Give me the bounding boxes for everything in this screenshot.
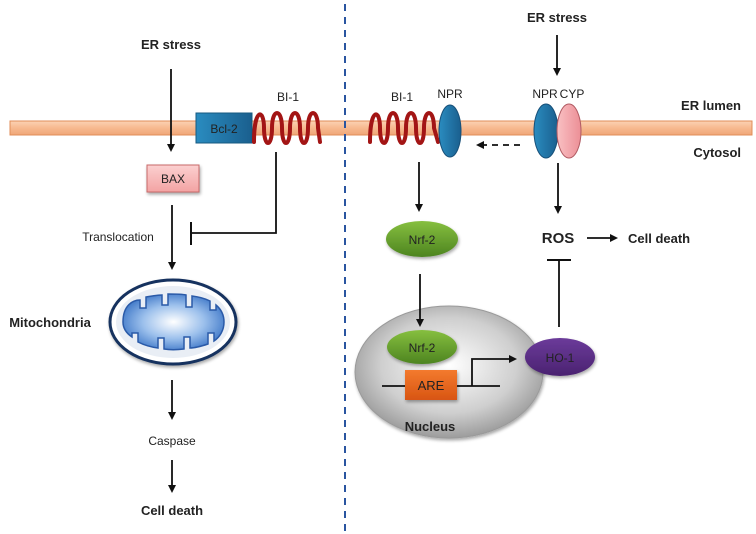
translocation-label: Translocation <box>82 230 154 244</box>
bcl2-label: Bcl-2 <box>210 122 238 136</box>
bax-label: BAX <box>161 172 185 186</box>
er-lumen-label: ER lumen <box>681 98 741 113</box>
npr-right-label: NPR <box>532 87 558 101</box>
bi1-inhibition-line <box>192 152 277 234</box>
bax-box <box>146 164 200 193</box>
right-panel: ER stress BI-1 NPR NPR CYP ER lumen Cyto… <box>354 10 741 439</box>
are-label: ARE <box>418 378 445 393</box>
caspase-label: Caspase <box>148 434 196 448</box>
nrf2-cytosol-label: Nrf-2 <box>409 233 436 247</box>
left-er-stress-label: ER stress <box>141 37 201 52</box>
left-panel: ER stress Bcl-2 BI-1 BAX Translocation M… <box>9 37 322 518</box>
nrf2-nucleus-ellipse <box>387 330 457 364</box>
right-bi1-label: BI-1 <box>391 90 413 104</box>
ho1-label: HO-1 <box>546 351 575 365</box>
mitochondria-icon <box>108 278 238 366</box>
left-cell-death-label: Cell death <box>141 503 203 518</box>
npr-left-label: NPR <box>437 87 463 101</box>
bi1-coil-right <box>368 111 440 145</box>
left-bi1-label: BI-1 <box>277 90 299 104</box>
cytosol-label: Cytosol <box>693 145 741 160</box>
nrf2-cytosol-ellipse <box>386 221 458 257</box>
bi1-coil-left <box>252 111 322 145</box>
cyp-ellipse <box>556 103 582 159</box>
cyp-label: CYP <box>560 87 585 101</box>
nucleus-label: Nucleus <box>405 419 456 434</box>
transcription-arrow <box>471 355 517 386</box>
ho1-ellipse <box>525 338 595 376</box>
ros-label: ROS <box>542 230 575 247</box>
mitochondria-label: Mitochondria <box>9 315 91 330</box>
nrf2-nucleus-label: Nrf-2 <box>409 341 436 355</box>
right-er-stress-label: ER stress <box>527 10 587 25</box>
npr-right-ellipse <box>533 103 559 159</box>
bcl2-box <box>195 112 253 144</box>
npr-left-ellipse <box>438 104 462 158</box>
are-box <box>405 370 457 400</box>
right-cell-death-label: Cell death <box>628 231 690 246</box>
